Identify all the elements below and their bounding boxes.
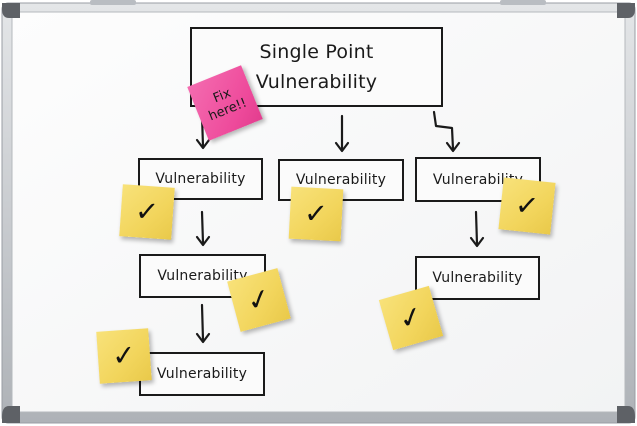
check-sticky-note: ✓: [96, 328, 152, 384]
check-sticky-note: ✓: [498, 177, 556, 235]
check-mark-icon: ✓: [111, 338, 137, 373]
check-mark-icon: ✓: [395, 298, 427, 337]
check-sticky-note: ✓: [119, 184, 175, 240]
root-node-title-line1: Single Point: [259, 41, 374, 63]
root-node-title-line2: Vulnerability: [255, 71, 378, 93]
node-left-1-label: Vulnerability: [155, 171, 246, 187]
check-mark-icon: ✓: [303, 196, 329, 231]
node-left-3: Vulnerability: [139, 352, 265, 396]
check-sticky-note: ✓: [288, 186, 344, 242]
node-left-3-label: Vulnerability: [156, 366, 248, 382]
node-left-2-label: Vulnerability: [157, 268, 248, 284]
node-right-1-label: Vulnerability: [432, 171, 524, 188]
check-mark-icon: ✓: [134, 194, 160, 229]
node-right-2-label: Vulnerability: [432, 270, 523, 286]
node-middle-1-label: Vulnerability: [295, 172, 387, 188]
node-right-2: Vulnerability: [415, 256, 540, 300]
check-mark-icon: ✓: [243, 280, 275, 319]
check-mark-icon: ✓: [513, 187, 541, 224]
